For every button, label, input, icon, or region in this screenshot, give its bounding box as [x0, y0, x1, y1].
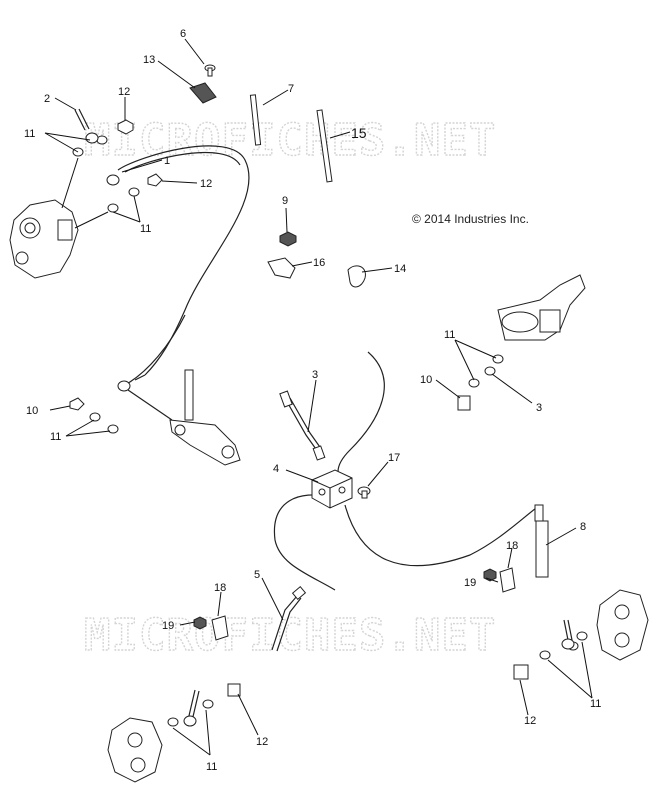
screw-6	[204, 64, 216, 77]
callout-10-a: 10	[26, 405, 38, 417]
callout-8: 8	[580, 521, 586, 533]
rear-right-caliper	[596, 589, 649, 661]
callout-17: 17	[388, 452, 400, 464]
callout-7: 7	[288, 83, 294, 95]
callout-14: 14	[394, 263, 406, 275]
brake-line-2	[74, 108, 90, 131]
callout-11-a: 11	[24, 128, 35, 140]
callout-11-f: 11	[206, 761, 217, 773]
callout-15: 15	[351, 125, 367, 141]
brake-line-1	[117, 145, 250, 386]
callout-19-a: 19	[162, 620, 174, 632]
nut-9	[279, 231, 297, 247]
callout-12-d: 12	[256, 736, 268, 748]
front-left-caliper	[9, 199, 79, 279]
callout-19-b: 19	[464, 577, 476, 589]
front-master-cylinder	[497, 274, 586, 341]
brake-line-rear-right	[563, 619, 573, 641]
callout-4: 4	[273, 463, 279, 475]
bolt-12-b	[147, 173, 163, 187]
callout-5: 5	[254, 569, 260, 581]
bolt-10-left	[69, 397, 85, 411]
callout-11-b: 11	[140, 223, 151, 235]
rear-master-cylinder	[127, 369, 241, 466]
clip-13	[189, 82, 217, 104]
callout-6: 6	[180, 28, 186, 40]
brake-line-rear-left	[187, 689, 200, 722]
callout-12-b: 12	[200, 178, 212, 190]
callout-9: 9	[282, 195, 288, 207]
brake-line-8	[534, 504, 549, 578]
callout-13: 13	[143, 54, 155, 66]
callout-11-e: 11	[590, 698, 601, 710]
watermark-top: MICROFICHES.NET	[84, 115, 496, 166]
callout-18-b: 18	[506, 540, 518, 552]
strap-15	[316, 109, 333, 183]
brake-line-3	[279, 390, 326, 461]
brake-line-front-loop	[273, 351, 541, 591]
clip-18-right	[499, 567, 516, 593]
callout-11-d: 11	[50, 431, 61, 443]
callout-10-b: 10	[420, 374, 432, 386]
callout-18-a: 18	[214, 582, 226, 594]
bolt-17	[357, 486, 371, 499]
callout-1: 1	[164, 155, 170, 167]
banjo-fittings	[85, 132, 575, 727]
callout-2: 2	[44, 93, 50, 105]
brake-line-5	[271, 586, 307, 652]
clamp-14	[347, 265, 366, 288]
callout-16: 16	[313, 257, 325, 269]
copyright-text: © 2014 Industries Inc.	[412, 212, 529, 226]
bolt-12-a	[117, 119, 134, 135]
leader-lines	[44, 38, 593, 756]
bolt-12-c	[513, 664, 529, 680]
nut-19-left	[193, 616, 207, 630]
rear-left-caliper	[107, 717, 163, 783]
callout-12-a: 12	[118, 86, 130, 98]
watermark-bottom: MICROFICHES.NET	[84, 610, 496, 661]
bolt-12-d	[227, 683, 241, 697]
callouts: 1 2 11 12 12 11 6 13 7 15 9 16 14 3 4 17…	[24, 28, 601, 773]
bolt-10-right	[457, 395, 471, 411]
rod-7	[249, 94, 262, 146]
clip-18-left	[211, 615, 229, 641]
distribution-block-4	[311, 469, 353, 509]
clamp-16	[267, 257, 296, 279]
callout-3-b: 3	[536, 402, 542, 414]
callout-3-a: 3	[312, 369, 318, 381]
callout-12-c: 12	[524, 715, 536, 727]
callout-11-c: 11	[444, 329, 455, 341]
